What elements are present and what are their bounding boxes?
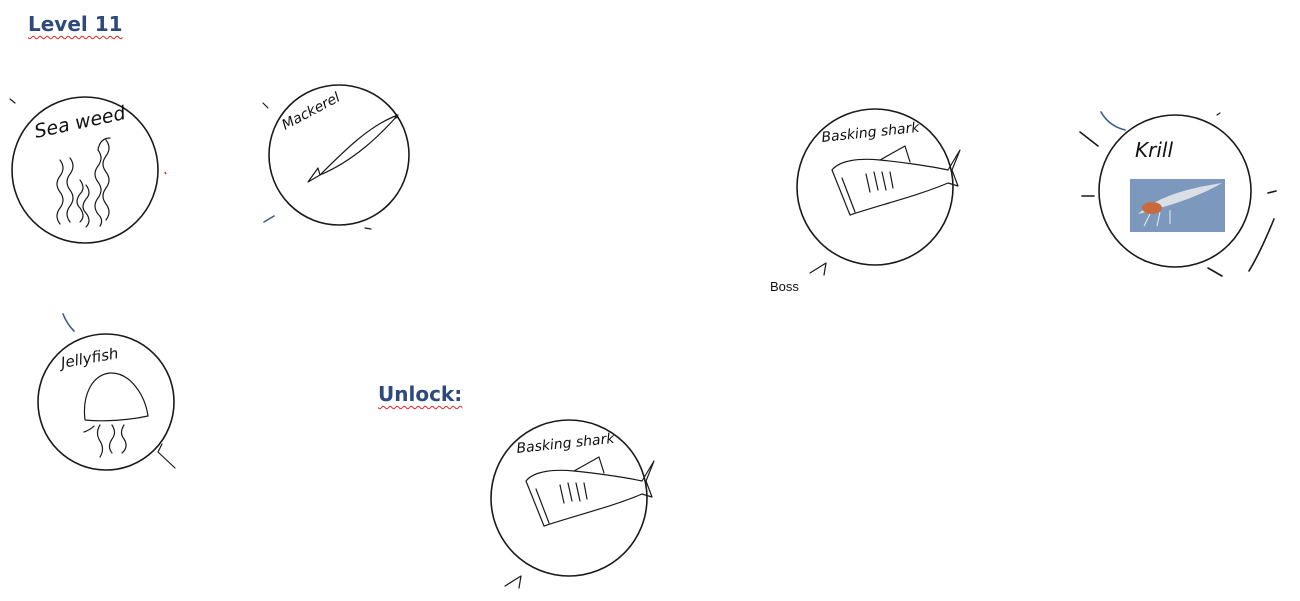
jellyfish-circle [37,333,175,471]
seaweed-node[interactable]: Sea weed [9,96,159,244]
unlock-basking-shark-label: Basking shark [516,431,616,457]
seaweed-icon [56,137,111,228]
krill-mark-bottom [1207,267,1223,277]
mackerel-mark [262,102,269,109]
krill-mark-left [1079,131,1099,147]
krill-mark-right [1267,190,1277,194]
unlock-heading: Unlock: [378,382,463,406]
jellyfish-mark-blue [62,313,75,332]
krill-photo [1130,179,1225,232]
red-dot-mark [164,171,167,175]
seaweed-circle [11,96,159,244]
seaweed-mark [9,98,16,104]
shark-icon [831,145,961,216]
mackerel-circle [268,84,410,226]
krill-mark-curve [1248,218,1275,272]
fish-icon [307,114,399,183]
krill-mark-top [1216,112,1221,116]
mackerel-mark-blue [263,215,275,223]
jellyfish-mark-arrow [157,443,176,469]
krill-node[interactable]: Krill [1079,111,1277,277]
unlock-shark-icon [525,456,655,527]
jellyfish-label: Jellyfish [57,344,120,372]
jellyfish-icon [83,372,149,458]
mackerel-node[interactable]: Mackerel [262,84,410,230]
jellyfish-node[interactable]: Jellyfish [37,313,176,471]
mackerel-label: Mackerel [279,90,343,134]
boss-label: Boss [770,279,799,294]
mackerel-mark-bottom [364,227,372,230]
basking-shark-circle [796,108,954,266]
krill-label: Krill [1135,138,1173,162]
unlock-arrow-mark [504,575,522,589]
unlock-basking-shark-node[interactable]: Basking shark [490,419,655,589]
krill-mark-blue [1100,111,1126,131]
basking-shark-arrow-mark [809,262,827,276]
unlock-basking-shark-circle [490,419,648,577]
basking-shark-label: Basking shark [821,120,921,146]
krill-circle [1098,114,1252,268]
basking-shark-boss-node[interactable]: Basking shark [796,108,961,276]
level-title: Level 11 [28,12,123,36]
